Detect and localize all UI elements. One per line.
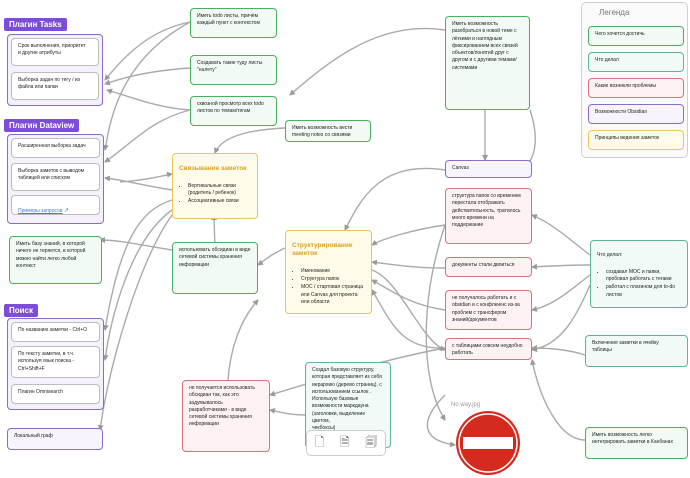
edge [104,109,191,163]
edge [257,247,286,266]
node-problem-tables[interactable]: с таблицами совсем неудобно работать [445,338,532,360]
node-principle-linking[interactable]: Связывание заметок Вертикальные связи (р… [172,153,258,219]
node-local-graph[interactable]: Локальный граф [7,428,103,450]
node-dataview-notes[interactable]: Выборка заметок с выводом таблицей или с… [11,163,100,191]
node-did-list[interactable]: Что делал: создавал MOC и папки, пробова… [590,240,688,308]
node-did-table-cell[interactable]: Включение заметки в ячейку таблицы [585,335,688,367]
did-list-item: создавал MOC и папки, пробовал работать … [606,269,681,284]
structuring-item: MOC / стартовая страница или Canvas для … [301,284,365,306]
node-goal-knowledge-base[interactable]: Иметь базу знаний, в которой ничего не т… [9,236,102,284]
legend-title: Легенда [599,8,630,17]
node-dataview-tasks[interactable]: Расширенная выборка задач [11,138,100,158]
edge [227,299,259,381]
edge [104,21,191,81]
node-canvas[interactable]: Canvas [445,160,532,178]
node-goal-understand-topic[interactable]: Иметь возможность разобраться в новой те… [445,16,530,110]
linking-list: Вертикальные связи (родитель / ребенок) … [179,183,251,206]
edge [425,224,446,421]
edge [102,209,173,361]
legend-item-goal: Чего хочется достичь [588,26,684,46]
file-icon[interactable]: 🗋 [314,434,325,449]
legend-item-did: Что делал [588,52,684,72]
edge [97,214,173,431]
legend-item-principle: Принципы ведения заметок [588,130,684,150]
canvas-toolbar: 🗋 🗎 🗐 [306,430,386,456]
edge [269,408,306,416]
edge [214,127,286,154]
node-problem-network-use[interactable]: не получается использовать обсидиан так,… [182,380,270,452]
node-principle-structuring[interactable]: Структурирование заметок Именование Стру… [285,230,372,314]
node-goal-todo-on-the-fly[interactable]: Создавать такие туду листы "налету" [190,55,277,85]
node-problem-duplicates[interactable]: документы стали двоиться [445,257,532,277]
edge [531,274,591,312]
image-caption: No way.jpg [451,402,481,408]
edge [371,269,446,351]
group-label-dataview: Плагин Dataview [4,119,80,132]
legend-item-obsidian: Возможности Obsidian [588,104,684,124]
structuring-list: Именование Структура папок MOC / стартов… [292,268,365,306]
examples-link[interactable]: Примеры запросов [18,208,63,215]
structuring-item: Структура папок [301,276,365,283]
edge [289,27,446,96]
edge [104,175,173,191]
edge [99,237,173,251]
file-text-icon[interactable]: 🗎 [340,434,350,449]
node-goal-kanban[interactable]: Иметь возможность легко интегрировать за… [585,427,688,459]
did-list-items: создавал MOC и папки, пробовал работать … [597,269,681,299]
edge [531,263,591,270]
linking-item: Вертикальные связи (родитель / ребенок) [188,183,251,198]
structuring-item: Именование [301,268,365,275]
node-goal-todo-lists[interactable]: Иметь todo листы, причём каждый пункт с … [190,8,277,38]
node-tasks-attributes[interactable]: Срок выполнения, приоритет и другие атри… [11,38,99,66]
edge [531,345,586,356]
edge [426,394,456,448]
linking-title: Связывание заметок [179,165,247,173]
edge [106,88,191,111]
edge [531,214,591,256]
node-goal-todo-overview[interactable]: сквозной просмотр всех todo листов по те… [190,96,277,126]
edge [102,199,173,331]
edge [119,171,173,183]
node-goal-meeting-notes[interactable]: Иметь возможность вести meeting notes со… [285,120,371,142]
external-link-icon: ↗ [63,208,69,215]
node-tasks-filter[interactable]: Выборка задач по тегу / из файла или пап… [11,72,99,100]
edge [104,67,191,86]
group-label-search: Поиск [4,304,39,317]
node-problem-folders[interactable]: структура папок со временем перестала от… [445,188,532,244]
edge [344,167,446,231]
did-list-item: работал с плагином для to-do листов [606,284,681,299]
did-list-title: Что делал: [597,252,623,259]
no-entry-sign-image[interactable] [453,410,523,476]
node-search-omnisearch[interactable]: Плагин Omnisearch [11,384,100,404]
edge [371,259,446,269]
edge [371,224,446,246]
linking-item: Ассоциативные связи [188,198,251,205]
node-use-obsidian-network[interactable]: использовать обсидиан в виде сетевой сис… [172,242,258,294]
edge [371,279,446,311]
node-search-text[interactable]: По тексту заметки, в т.ч. используя язык… [11,346,100,378]
edge [102,21,191,151]
edge [531,284,591,353]
group-label-tasks: Плагин Tasks [4,18,67,31]
node-dataview-examples[interactable]: Примеры запросов ↗ [11,195,100,215]
structuring-title: Структурирование заметок [292,242,353,258]
node-search-title[interactable]: По названию заметки - Ctrl+O [11,322,100,342]
legend-item-problem: Какие возникли проблемы [588,78,684,98]
page-icon[interactable]: 🗐 [365,434,378,449]
edge [530,359,586,441]
edge [371,289,446,349]
node-problem-confluence[interactable]: не получалось работать и с obsidian и с … [445,290,532,330]
